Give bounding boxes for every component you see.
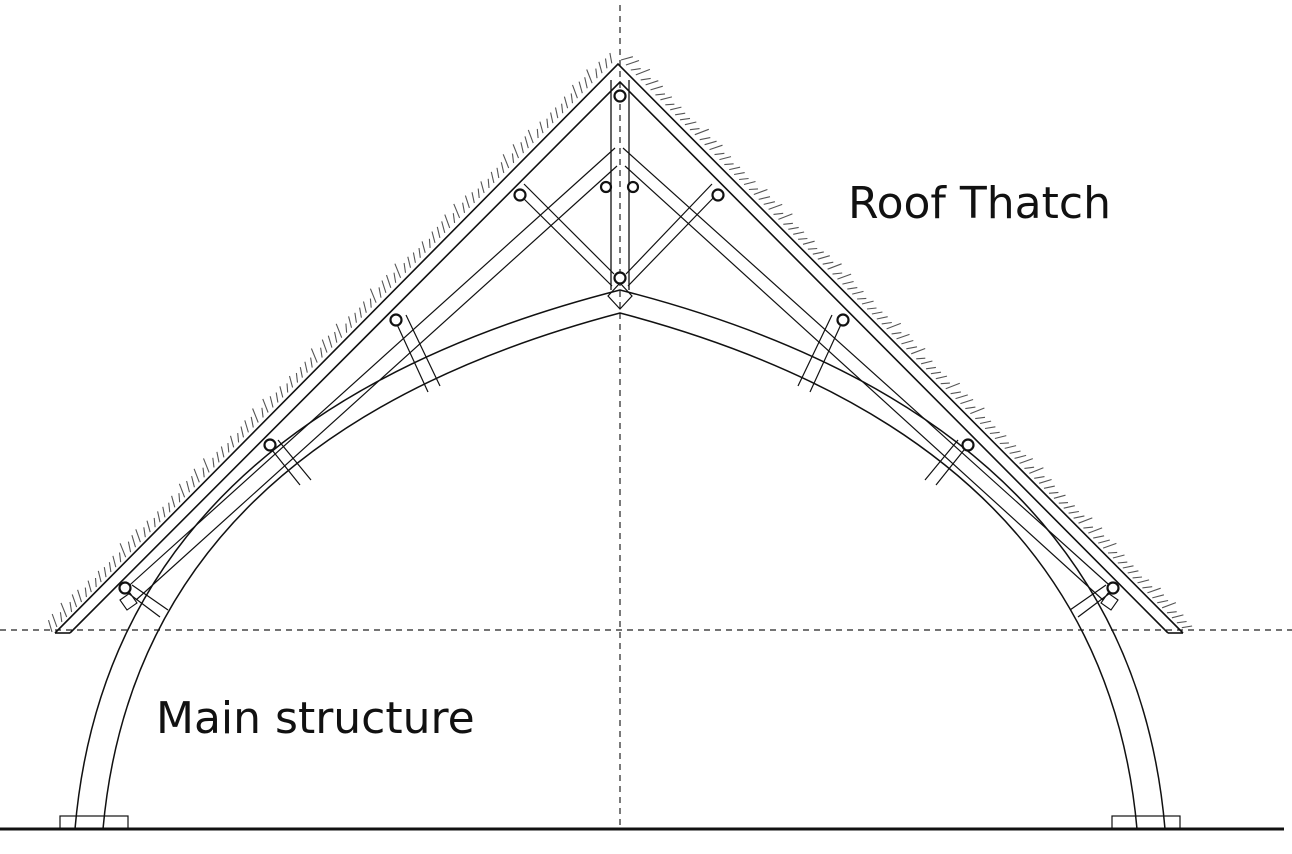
peg-king-base xyxy=(613,271,627,285)
peg-left-2 xyxy=(389,313,403,327)
peg-right-2 xyxy=(836,313,850,327)
joint-pegs xyxy=(118,89,1120,595)
footing-right xyxy=(1111,815,1181,830)
arch-inner xyxy=(102,312,1138,830)
inner-beam-left-a xyxy=(121,147,616,593)
struts xyxy=(123,314,1115,618)
main-structure-label: Main structure xyxy=(156,693,475,744)
inner-beam-left-b xyxy=(135,165,618,601)
peg-apex xyxy=(613,89,627,103)
peg-right-3 xyxy=(961,438,975,452)
rafter-inner xyxy=(69,80,1169,634)
peg-upper-left xyxy=(599,180,613,194)
peg-left-4 xyxy=(118,581,132,595)
peg-left-1 xyxy=(513,188,527,202)
roof-thatch-label: Roof Thatch xyxy=(848,178,1111,229)
footings xyxy=(59,815,1181,830)
inner-beam-right-a xyxy=(622,147,1118,593)
peg-left-3 xyxy=(263,438,277,452)
peg-right-1 xyxy=(711,188,725,202)
rafter-outer xyxy=(54,62,1184,634)
eave-brackets xyxy=(119,592,1119,611)
roof-thatch-layer xyxy=(47,52,1193,633)
roof-rafters xyxy=(54,62,1184,634)
peg-right-4 xyxy=(1106,581,1120,595)
footing-left xyxy=(59,815,129,830)
peg-upper-right xyxy=(626,180,640,194)
